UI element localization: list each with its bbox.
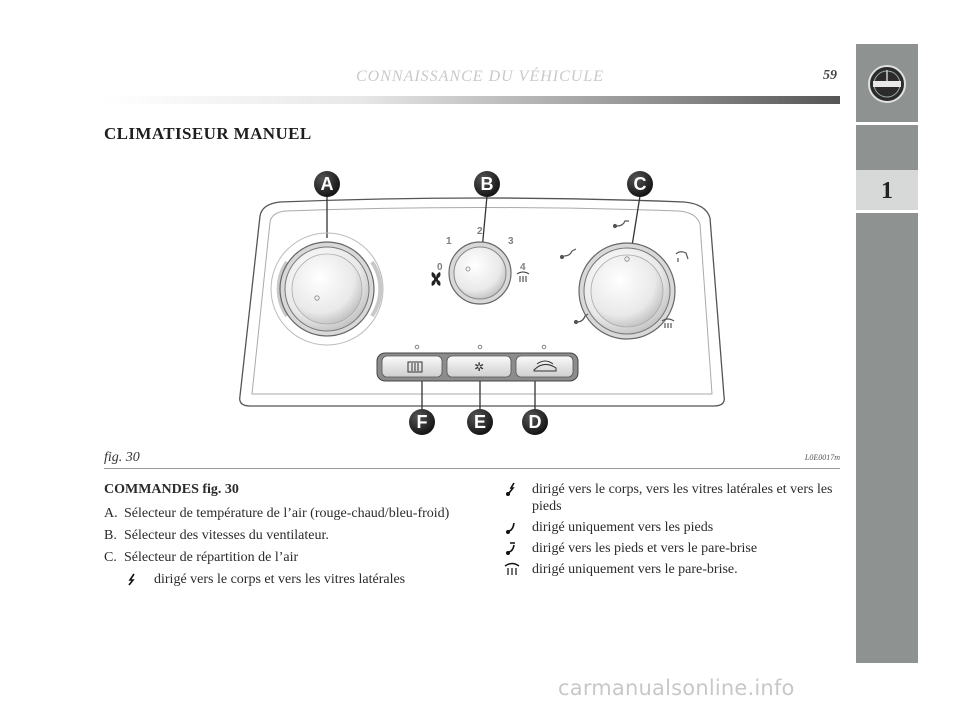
right-column: dirigé vers le corps, vers les vitres la… (504, 481, 840, 582)
watermark: carmanualsonline.info (558, 676, 795, 700)
climate-control-panel-illustration: 0 1 2 3 4 ✲ (239, 171, 725, 435)
lancia-logo-icon (868, 65, 906, 103)
svg-text:B: B (481, 174, 494, 194)
fan-speed-knob (448, 241, 512, 305)
list-item: C. Sélecteur de répartition de l’air (104, 550, 299, 565)
callout-a: A (314, 171, 340, 197)
fan-speed-4-label: 4 (520, 262, 526, 273)
airflow-body-icon (128, 573, 135, 586)
figure-caption: fig. 30 (104, 450, 140, 465)
mode-item: dirigé vers le corps et vers les vitres … (104, 571, 472, 588)
recirculation-button (515, 355, 574, 378)
chapter-tab: 1 (856, 44, 918, 663)
callout-d: D (522, 409, 548, 435)
callout-f: F (409, 409, 435, 435)
fan-speed-2-label: 2 (477, 226, 483, 237)
list-item: A. Sélecteur de température de l’air (ro… (104, 506, 450, 521)
figure-code: L0E0017m (804, 453, 840, 462)
windscreen-defrost-icon (504, 562, 520, 575)
temperature-knob (270, 232, 384, 346)
svg-text:A: A (321, 174, 334, 194)
callout-c: C (627, 171, 653, 197)
air-distribution-icons (559, 220, 689, 328)
callout-e: E (467, 409, 493, 435)
callout-b: B (474, 171, 500, 197)
ac-compressor-button (446, 355, 512, 378)
header-rule (100, 96, 840, 104)
svg-text:E: E (474, 412, 486, 432)
airflow-feet-icon (506, 522, 515, 534)
mode-item: dirigé vers les pieds et vers le pare-br… (504, 540, 840, 557)
controls-heading: COMMANDES fig. 30 (104, 482, 239, 497)
air-distribution-knob (578, 242, 676, 340)
button-strip: ✲ (376, 344, 579, 382)
svg-text:✲: ✲ (474, 360, 484, 374)
airflow-body-feet-icon (506, 482, 515, 496)
tab-divider (856, 210, 918, 213)
svg-text:C: C (634, 174, 647, 194)
mode-item: dirigé uniquement vers le pare-brise. (504, 561, 840, 578)
svg-text:D: D (529, 412, 542, 432)
figure-rule (104, 468, 840, 469)
fan-speed-3-label: 3 (508, 236, 514, 247)
mode-item: dirigé vers le corps, vers les vitres la… (504, 481, 840, 515)
chapter-number-box (856, 170, 918, 210)
tab-divider (856, 122, 918, 125)
callout-leaders (326, 195, 641, 411)
mode-item: dirigé uniquement vers les pieds (504, 519, 840, 536)
fan-speed-0-label: 0 (437, 262, 443, 273)
chapter-number: 1 (881, 178, 893, 204)
list-item: B. Sélecteur des vitesses du ventilateur… (104, 528, 329, 543)
page-number: 59 (823, 68, 837, 83)
airflow-feet-windscreen-icon (506, 542, 515, 555)
section-title: CLIMATISEUR MANUEL (104, 124, 312, 143)
running-header-title: CONNAISSANCE DU VÉHICULE (356, 68, 604, 85)
svg-text:F: F (417, 412, 428, 432)
fan-speed-1-label: 1 (446, 236, 452, 247)
defrost-small-icon (516, 271, 530, 282)
fan-icon (431, 272, 441, 286)
left-column: COMMANDES fig. 30 A. Sélecteur de tempér… (104, 481, 472, 592)
